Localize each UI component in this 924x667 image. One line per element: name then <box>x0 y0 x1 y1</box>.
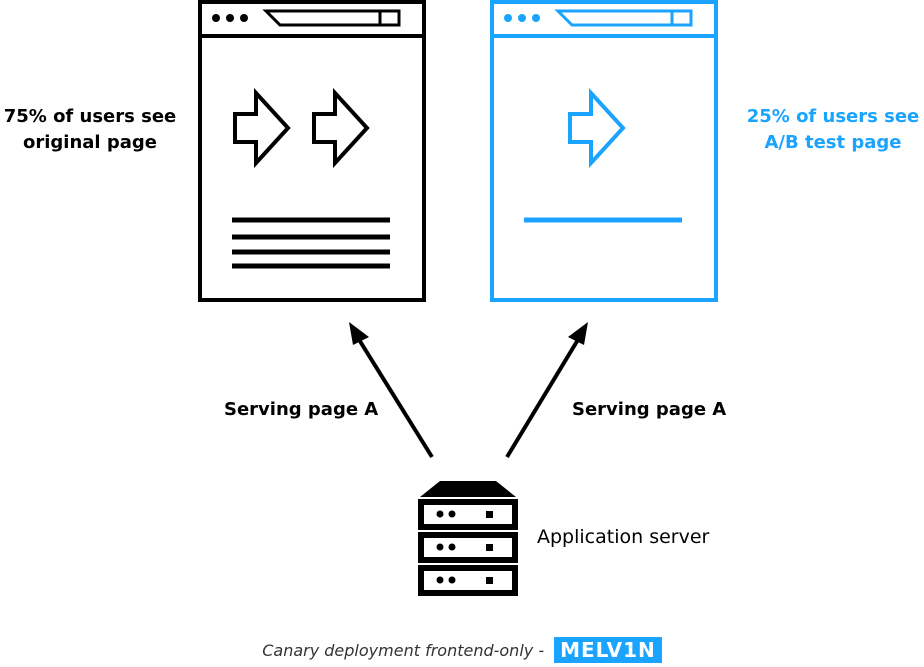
footer: Canary deployment frontend-only - MELV1N <box>0 636 924 664</box>
original-caption-line2: original page <box>23 132 157 153</box>
arrow-to-original <box>356 336 434 459</box>
text-lines-icon <box>232 217 390 269</box>
server-icon <box>418 481 518 596</box>
logo-text: MELV1N <box>560 638 656 662</box>
arrowhead-left-icon <box>349 322 369 345</box>
arrow-icon <box>568 87 626 169</box>
arrowhead-right-icon <box>568 322 588 345</box>
test-caption-line2: A/B test page <box>764 132 902 153</box>
serving-arrows <box>349 322 588 459</box>
test-page-browser-icon <box>490 0 718 302</box>
original-page-caption: 75% of users see original page <box>0 104 180 156</box>
server-label: Application server <box>537 526 710 548</box>
footer-caption: Canary deployment frontend-only - <box>262 640 545 660</box>
serving-label-left: Serving page A <box>224 399 379 420</box>
melvin-logo: MELV1N <box>554 637 662 663</box>
serving-label-right: Serving page A <box>572 399 727 420</box>
test-page-caption: 25% of users see A/B test page <box>742 104 924 156</box>
arrow-to-test <box>505 336 581 459</box>
test-caption-line1: 25% of users see <box>746 106 920 127</box>
double-arrow-icon <box>233 87 370 169</box>
original-page-browser-icon <box>198 0 426 302</box>
original-caption-line1: 75% of users see <box>3 106 177 127</box>
